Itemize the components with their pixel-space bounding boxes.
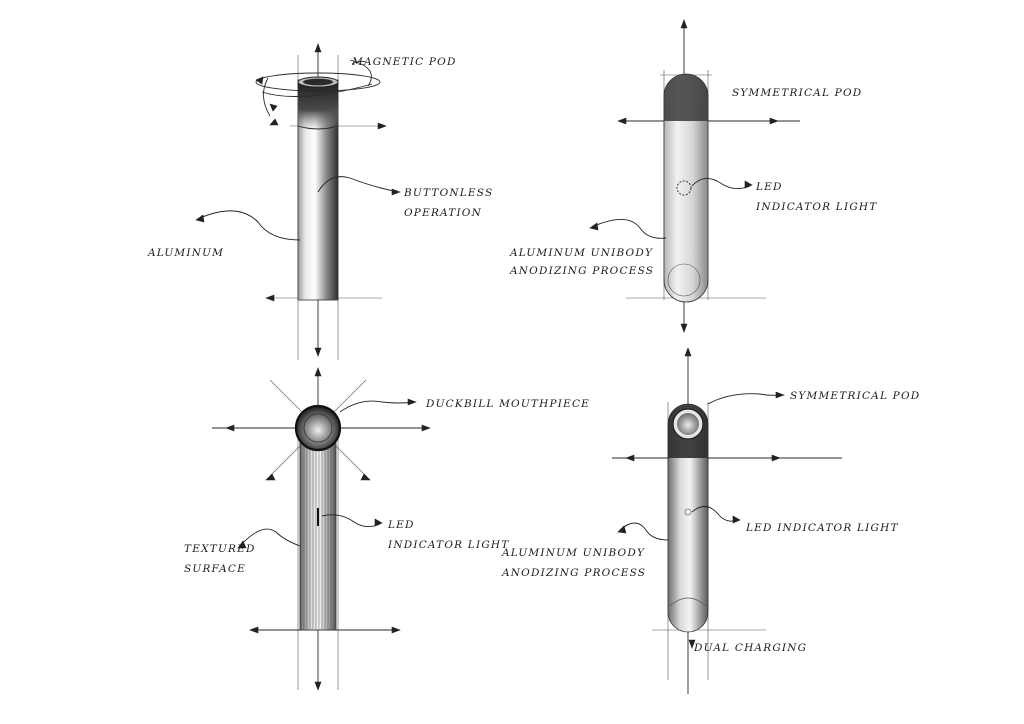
- label-led-indicator-light: LED INDICATOR LIGHT: [745, 522, 899, 534]
- label-duckbill-mouthpiece: DUCKBILL MOUTHPIECE: [425, 398, 590, 410]
- label-aluminum: ALUMINUM: [147, 247, 224, 259]
- label-anodizing-process: ANODIZING PROCESS: [501, 567, 646, 579]
- sketch-magnetic-pod: MAGNETIC POD BUTTONLESS OPERATION ALUMIN…: [147, 43, 493, 360]
- label-symmetrical-pod: SYMMETRICAL POD: [790, 390, 920, 402]
- label-indicator-light: INDICATOR LIGHT: [387, 539, 509, 551]
- label-buttonless: BUTTONLESS: [403, 187, 493, 199]
- label-anodizing-process: ANODIZING PROCESS: [509, 265, 654, 277]
- leader-buttonless: [317, 176, 399, 193]
- sketch-symmetrical-pod-bottom: SYMMETRICAL POD LED INDICATOR LIGHT ALUM…: [501, 347, 920, 694]
- pod-cap: [298, 80, 338, 130]
- sketch-duckbill-pod: DUCKBILL MOUTHPIECE LED INDICATOR LIGHT …: [184, 367, 590, 691]
- label-operation: OPERATION: [404, 207, 482, 219]
- label-surface: SURFACE: [184, 563, 246, 575]
- led-indicator-icon: [684, 508, 692, 516]
- label-led: LED: [387, 519, 415, 531]
- label-indicator-light: INDICATOR LIGHT: [755, 201, 877, 213]
- led-indicator-icon: [676, 180, 692, 196]
- label-led: LED: [755, 181, 783, 193]
- leader-magnetic-pod: [351, 60, 367, 65]
- label-magnetic-pod: MAGNETIC POD: [351, 56, 457, 68]
- arrow-up-icon: [314, 43, 322, 53]
- rotation-arc: [255, 72, 381, 92]
- leader-aluminum: [199, 210, 301, 241]
- duckbill-mouthpiece: [294, 404, 342, 452]
- label-symmetrical-pod: SYMMETRICAL POD: [732, 87, 862, 99]
- label-textured: TEXTURED: [184, 543, 256, 555]
- sketch-symmetrical-pod-top: SYMMETRICAL POD LED INDICATOR LIGHT ALUM…: [509, 19, 877, 333]
- arrow-down-icon: [314, 347, 322, 357]
- textured-surface: [300, 440, 336, 630]
- label-dual-charging: DUAL CHARGING: [693, 642, 807, 654]
- label-aluminum-unibody: ALUMINUM UNIBODY: [501, 547, 645, 559]
- label-aluminum-unibody: ALUMINUM UNIBODY: [509, 247, 653, 259]
